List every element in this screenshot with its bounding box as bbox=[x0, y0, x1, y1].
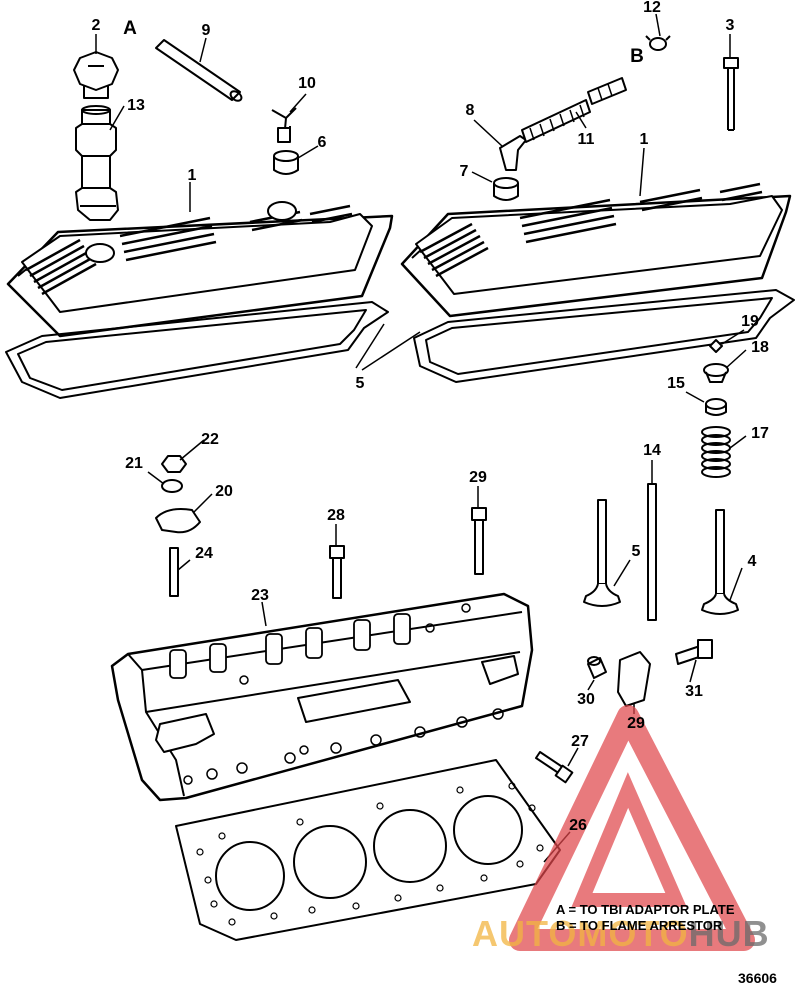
sleeve-30 bbox=[587, 656, 607, 679]
callout-8: 10 bbox=[298, 75, 316, 92]
callout-23: 23 bbox=[251, 587, 269, 604]
right-valve-cover-gasket bbox=[413, 289, 795, 383]
valve-keeper bbox=[709, 339, 723, 353]
head-bolt-short bbox=[329, 545, 345, 599]
valve-spring bbox=[701, 426, 731, 478]
callout-5-left: 6 bbox=[318, 134, 327, 151]
leader-lines bbox=[95, 13, 747, 863]
callout-1-left: 1 bbox=[188, 167, 197, 184]
callout-20: 20 bbox=[215, 483, 233, 500]
bolt-26 bbox=[535, 751, 574, 784]
hose-clamp bbox=[645, 35, 671, 51]
callout-30: 30 bbox=[577, 691, 595, 708]
bolt-31 bbox=[675, 639, 713, 665]
watermark-logo-icon bbox=[509, 705, 755, 951]
callout-4: 5 bbox=[356, 375, 365, 392]
legend-line-b: B = TO FLAME ARRESTOR bbox=[556, 918, 723, 933]
head-gasket bbox=[175, 759, 561, 941]
head-bolt-long bbox=[471, 507, 487, 575]
callout-1-right: 1 bbox=[640, 131, 649, 148]
callout-labels: 2 A 9 10 13 6 1 12 3 B 8 11 1 7 5 19 18 … bbox=[92, 0, 769, 834]
callout-10: 12 bbox=[643, 0, 661, 16]
callout-6: 8 bbox=[466, 102, 475, 119]
watermark-text: AUTOMOTOHUB bbox=[472, 913, 770, 955]
left-valve-cover-gasket bbox=[5, 301, 389, 399]
callout-31: 31 bbox=[685, 683, 703, 700]
letter-b: B bbox=[630, 46, 644, 67]
valve-cover-bolt bbox=[723, 57, 739, 131]
callout-11: 13 bbox=[127, 97, 145, 114]
callout-18: 18 bbox=[751, 339, 769, 356]
vent-hose bbox=[155, 39, 243, 102]
callout-28: 29 bbox=[469, 469, 487, 486]
exhaust-valve bbox=[701, 509, 739, 615]
callout-17: 17 bbox=[751, 425, 769, 442]
watermark-part1: AUTOMOTO bbox=[472, 913, 689, 954]
intake-valve bbox=[583, 499, 621, 607]
callout-29: 29 bbox=[627, 715, 645, 732]
letter-a: A bbox=[123, 18, 137, 39]
rocker-arm bbox=[155, 508, 201, 534]
figure-number: 36606 bbox=[738, 970, 777, 986]
oil-fill-cap bbox=[73, 51, 119, 99]
callout-12: 14 bbox=[643, 442, 661, 459]
callout-22: 22 bbox=[201, 431, 219, 448]
cylinder-head bbox=[110, 592, 534, 802]
rocker-ball bbox=[161, 479, 183, 493]
callout-9: 11 bbox=[578, 131, 595, 148]
valve-seal bbox=[705, 398, 727, 416]
grommet-right bbox=[493, 177, 519, 201]
callout-25: 26 bbox=[569, 817, 587, 834]
right-valve-cover bbox=[400, 182, 792, 318]
callout-3: 3 bbox=[726, 17, 735, 34]
grommet-left bbox=[273, 150, 299, 175]
watermark-part2: HUB bbox=[688, 913, 770, 954]
elbow-fitting bbox=[271, 107, 297, 143]
left-valve-cover bbox=[6, 201, 394, 338]
callout-2: 2 bbox=[92, 17, 101, 34]
callout-5-right: 7 bbox=[460, 163, 469, 180]
callout-15: 15 bbox=[667, 375, 685, 392]
rocker-stud bbox=[169, 547, 179, 597]
legend-line-a: A = TO TBI ADAPTOR PLATE bbox=[556, 902, 735, 917]
breather-hose bbox=[521, 77, 627, 143]
callout-24: 24 bbox=[195, 545, 213, 562]
pcv-elbow bbox=[499, 135, 527, 171]
callout-27: 28 bbox=[327, 507, 345, 524]
pushrod-guide bbox=[617, 651, 651, 707]
callout-13: 4 bbox=[748, 553, 757, 570]
callout-14: 5 bbox=[632, 543, 641, 560]
callout-19: 19 bbox=[741, 313, 759, 330]
pushrod bbox=[647, 483, 657, 621]
legend: A = TO TBI ADAPTOR PLATE B = TO FLAME AR… bbox=[556, 902, 735, 934]
callout-21: 21 bbox=[125, 455, 143, 472]
callout-26: 27 bbox=[571, 733, 589, 750]
spring-retainer bbox=[703, 363, 729, 383]
oil-fill-tube bbox=[75, 105, 119, 221]
callout-7: 9 bbox=[202, 22, 211, 39]
